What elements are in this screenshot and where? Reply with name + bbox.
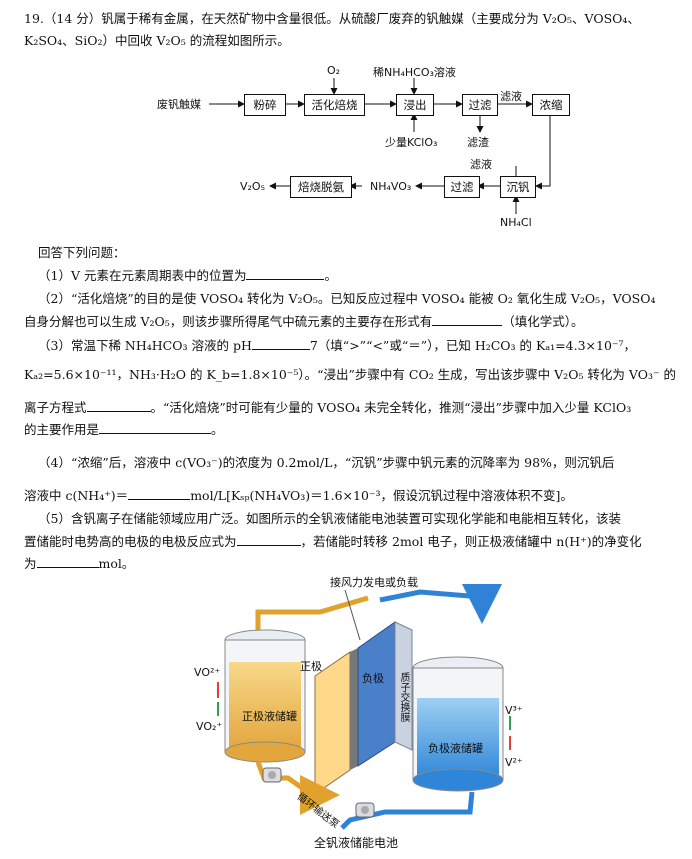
- q3-text-d2: 。: [211, 422, 224, 437]
- positive-electrode-label: 正极: [300, 660, 322, 673]
- q3-line3: 离子方程式 。“活化焙烧”时可能有少量的 VOSO₄ 未完全转化，推测“浸出”步骤…: [24, 398, 674, 417]
- q5-text-c1: 为: [24, 556, 37, 571]
- pump-right-icon: [355, 802, 375, 818]
- q3-line2: Kₐ₂=5.6×10⁻¹¹，NH₃·H₂O 的 K_b=1.8×10⁻⁵）。“浸…: [24, 367, 677, 382]
- q3-text-c1: 离子方程式: [24, 400, 87, 415]
- q5-text-b1: 置储能时电势高的电极的电极反应式为: [24, 534, 237, 549]
- q3-role-blank[interactable]: [99, 420, 212, 434]
- wire-label: 接风力发电或负载: [330, 576, 418, 589]
- pipe-bottom-right: [340, 791, 475, 830]
- q2-answer-blank[interactable]: [432, 312, 503, 326]
- flow-start-label: 废钒触媒: [157, 98, 201, 111]
- q5-equation-blank[interactable]: [236, 532, 301, 546]
- ion-vo2plus-b-label: VO₂⁺: [196, 720, 223, 733]
- q2-line1: （2）“活化焙烧”的目的是使 VOSO₄ 转化为 V₂O₅。已知反应过程中 VO…: [38, 291, 656, 306]
- q1-line: （1）V 元素在元素周期表中的位置为 。: [38, 266, 688, 285]
- q5-line1: （5）含钒离子在储能领域应用广泛。如图所示的全钒液储能电池装置可实现化学能和电能…: [38, 511, 621, 526]
- flow-crush-box: 粉碎: [244, 94, 286, 116]
- flow-calcine-box: 焙烧脱氨: [290, 176, 352, 198]
- q3-text-d1: 的主要作用是: [24, 422, 100, 437]
- q4-answer-blank[interactable]: [128, 486, 191, 500]
- flow-nh4hco3-label: 稀NH₄HCO₃溶液: [373, 66, 456, 79]
- flow-filter2-box: 过滤: [444, 176, 480, 198]
- flow-v2o5-label: V₂O₅: [240, 180, 266, 193]
- flow-nh4cl-label: NH₄Cl: [500, 216, 532, 229]
- negative-tank-label: 负极液储罐: [428, 742, 483, 755]
- q2-text: 自身分解也可以生成 V₂O₅，则该步骤所得尾气中硫元素的主要存在形式有: [24, 314, 433, 329]
- q5-text-c2: mol。: [98, 556, 135, 571]
- pipe-top-left: [255, 595, 369, 630]
- pipe-top-right: [379, 584, 502, 624]
- flow-filter1-box: 过滤: [462, 94, 498, 116]
- q2-line2: 自身分解也可以生成 V₂O₅，则该步骤所得尾气中硫元素的主要存在形式有 （填化学式…: [24, 312, 674, 331]
- flow-filtrate2-label: 滤液: [470, 158, 492, 171]
- positive-tank-label: 正极液储罐: [242, 710, 297, 723]
- q5-text-b2: ，若储能时转移 2mol 电子，则正极液储罐中 n(H⁺)的净变化: [300, 534, 642, 549]
- q4-text-b1: 溶液中 c(NH₄⁺)＝: [24, 488, 129, 503]
- q2-end: （填化学式）。: [502, 314, 584, 329]
- q4-line2: 溶液中 c(NH₄⁺)＝ mol/L[Kₛₚ(NH₄VO₃)＝1.6×10⁻³，假…: [24, 486, 674, 505]
- positive-liquid: [229, 662, 301, 750]
- process-flowchart: [209, 78, 551, 214]
- flow-residue-label: 滤渣: [467, 136, 489, 149]
- membrane-label: 质子交换膜: [398, 672, 409, 722]
- q3-text-a2: 7（填“>”“<”或“＝”），已知 H₂CO₃ 的 Kₐ₁=4.3×10⁻⁷，: [309, 338, 637, 353]
- negative-plate: [357, 621, 396, 767]
- q5-line2: 置储能时电势高的电极的电极反应式为 ，若储能时转移 2mol 电子，则正极液储罐中…: [24, 532, 674, 551]
- flow-nh4vo3-label: NH₄VO₃: [370, 180, 412, 193]
- flow-filtrate1-label: 滤液: [500, 90, 522, 103]
- q4-line1: （4）“浓缩”后，溶液中 c(VO₃⁻)的浓度为 0.2mol/L，“沉钒”步骤…: [38, 455, 615, 470]
- answer-intro: 回答下列问题：: [38, 245, 126, 260]
- flow-kclo3-label: 少量KClO₃: [385, 136, 438, 149]
- pump-left-icon: [262, 767, 282, 783]
- wire-leader-line: [344, 589, 361, 641]
- q1-answer-blank[interactable]: [246, 266, 325, 280]
- flow-leach-box: 浸出: [396, 94, 434, 116]
- ion-v2-label: V²⁺: [505, 756, 523, 769]
- q3-line4: 的主要作用是 。: [24, 420, 674, 439]
- q3-text-c2: 。“活化焙烧”时可能有少量的 VOSO₄ 未完全转化，推测“浸出”步骤中加入少量…: [150, 400, 632, 415]
- flow-roast-box: 活化焙烧: [304, 94, 365, 116]
- negative-electrode-label: 负极: [362, 672, 384, 685]
- q4-text-b2: mol/L[Kₛₚ(NH₄VO₃)＝1.6×10⁻³，假设沉钒过程中溶液体积不变…: [190, 488, 573, 503]
- flow-precip-box: 沉钒: [500, 176, 536, 198]
- question-stem-line2: K₂SO₄、SiO₂）中回收 V₂O₅ 的流程如图所示。: [24, 33, 290, 48]
- negative-liquid: [417, 698, 499, 778]
- q5-answer-blank[interactable]: [36, 554, 99, 568]
- q3-line1: （3）常温下稀 NH₄HCO₃ 溶液的 pH 7（填“>”“<”或“＝”），已知 …: [38, 336, 688, 355]
- pipe-bottom-left: [255, 761, 340, 815]
- q3-text-a1: （3）常温下稀 NH₄HCO₃ 溶液的 pH: [38, 338, 252, 353]
- flow-o2-label: O₂: [327, 64, 341, 77]
- q3-ph-blank[interactable]: [251, 336, 310, 350]
- ion-vo2plus-label: VO²⁺: [194, 666, 221, 679]
- proton-exchange-membrane: [350, 648, 358, 770]
- q1-end: 。: [324, 268, 337, 283]
- ion-v3-label: V³⁺: [505, 704, 523, 717]
- q3-equation-blank[interactable]: [86, 398, 151, 412]
- question-stem-line1: 19.（14 分）钒属于稀有金属，在天然矿物中含量很低。从硫酸厂废弃的钒触媒（主…: [24, 11, 640, 26]
- q1-text: （1）V 元素在元素周期表中的位置为: [38, 268, 247, 283]
- q5-line3: 为 mol。: [24, 554, 674, 573]
- battery-caption: 全钒液储能电池: [314, 836, 399, 850]
- flow-concentrate-box: 浓缩: [532, 94, 570, 116]
